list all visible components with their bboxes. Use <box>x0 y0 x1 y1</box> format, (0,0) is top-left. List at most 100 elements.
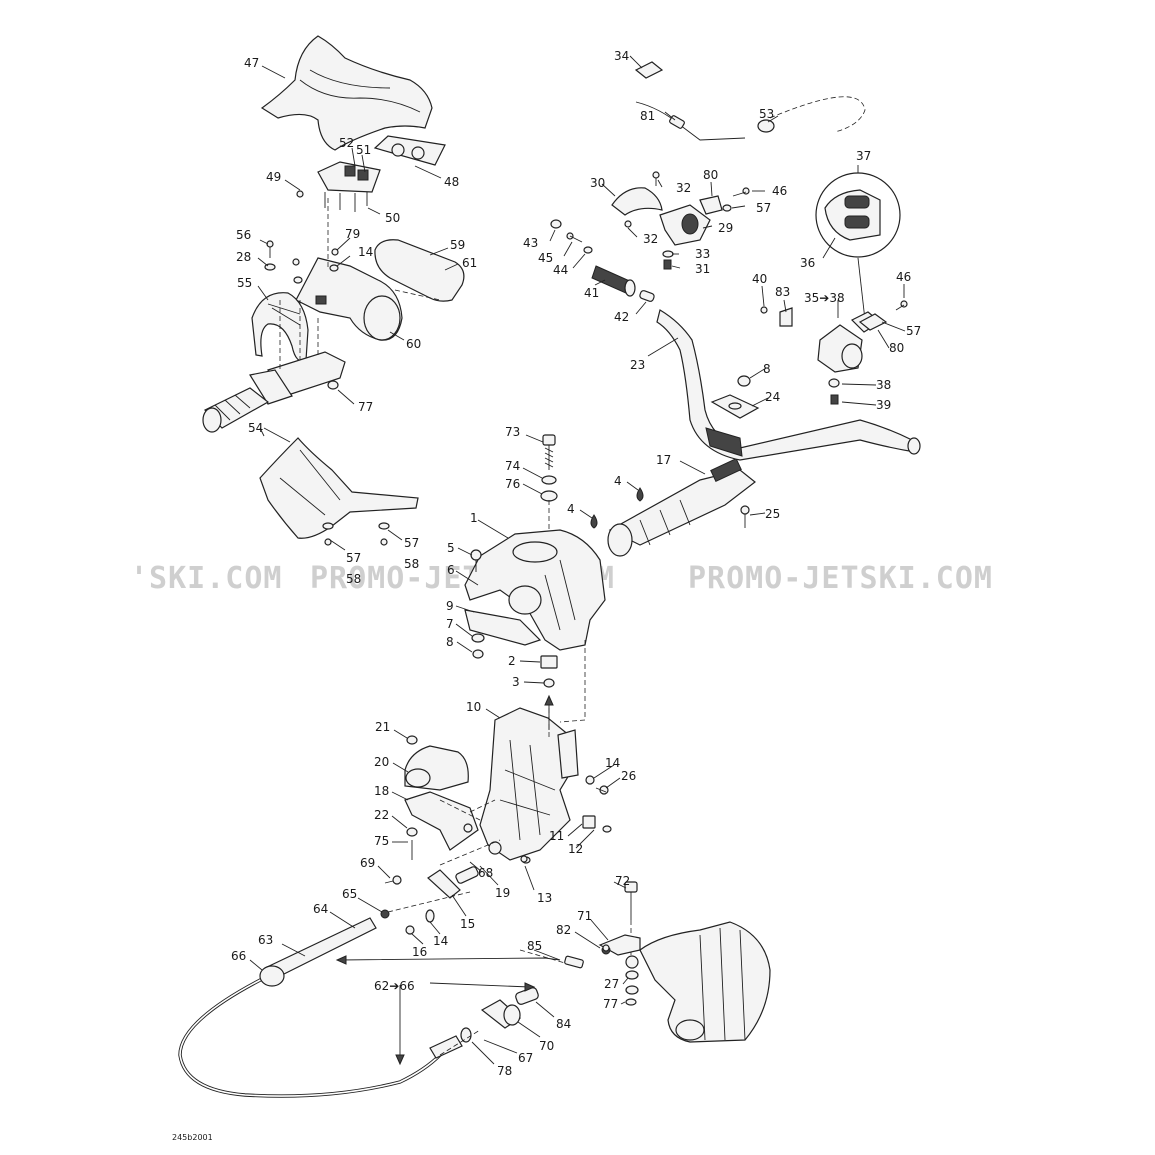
callout-51: 51 <box>356 143 371 157</box>
watermark-right: PROMO-JETSKI.COM <box>688 561 993 596</box>
callout-57b: 57 <box>404 536 419 550</box>
callout-69: 69 <box>360 856 375 870</box>
part-48-decal <box>373 135 446 166</box>
left-grip-assembly <box>202 351 346 433</box>
callout-32a: 32 <box>676 181 691 195</box>
callout-67: 67 <box>518 1051 533 1065</box>
callout-54: 54 <box>248 421 263 435</box>
part-62-66-cable-assembly <box>178 909 463 1098</box>
callout-14b: 14 <box>605 756 620 770</box>
callout-9: 9 <box>446 599 454 613</box>
callout-28: 28 <box>236 250 251 264</box>
callout-labels: 47 48 49 50 51 52 56 28 55 79 14 59 61 6… <box>172 49 921 1142</box>
callout-6: 6 <box>447 563 455 577</box>
callout-68: 68 <box>478 866 493 880</box>
callout-44: 44 <box>553 263 568 277</box>
callout-12: 12 <box>568 842 583 856</box>
callout-58b: 58 <box>404 557 419 571</box>
callout-31: 31 <box>695 262 710 276</box>
part-24-clamp <box>710 394 760 419</box>
callout-18: 18 <box>374 784 389 798</box>
callout-30: 30 <box>590 176 605 190</box>
callout-38: 38 <box>876 378 891 392</box>
callout-83: 83 <box>775 285 790 299</box>
callout-80a: 80 <box>703 168 718 182</box>
callout-22: 22 <box>374 808 389 822</box>
callout-3: 3 <box>512 675 520 689</box>
callout-5: 5 <box>447 541 455 555</box>
leader-lines <box>249 55 906 1065</box>
callout-57c: 57 <box>756 201 771 215</box>
part-10-support-bracket <box>479 707 579 861</box>
callout-10: 10 <box>466 700 481 714</box>
part-70-84-cable-fittings <box>460 987 539 1043</box>
callout-32b: 32 <box>643 232 658 246</box>
callout-46b: 46 <box>896 270 911 284</box>
callout-39: 39 <box>876 398 891 412</box>
callout-61: 61 <box>462 256 477 270</box>
callout-78: 78 <box>497 1064 512 1078</box>
callout-72: 72 <box>615 874 630 888</box>
callout-33: 33 <box>695 247 710 261</box>
callout-60: 60 <box>406 337 421 351</box>
callout-81: 81 <box>640 109 655 123</box>
callout-59: 59 <box>450 238 465 252</box>
callout-15: 15 <box>460 917 475 931</box>
callout-46a: 46 <box>772 184 787 198</box>
callout-19: 19 <box>495 886 510 900</box>
callout-47: 47 <box>244 56 259 70</box>
callout-85: 85 <box>527 939 542 953</box>
callout-55: 55 <box>237 276 252 290</box>
callout-8b: 8 <box>446 635 454 649</box>
callout-56: 56 <box>236 228 251 242</box>
callout-43: 43 <box>523 236 538 250</box>
callout-50: 50 <box>385 211 400 225</box>
assembly-guide-lines <box>279 198 586 1066</box>
callout-57a: 57 <box>346 551 361 565</box>
part-1-steering-support <box>464 529 606 651</box>
callout-77b: 77 <box>603 997 618 1011</box>
callout-25: 25 <box>765 507 780 521</box>
part-34-clip <box>634 61 664 79</box>
callout-14c: 14 <box>433 934 448 948</box>
part-59-pad <box>374 239 465 302</box>
callout-73: 73 <box>505 425 520 439</box>
callout-77a: 77 <box>358 400 373 414</box>
part-47-handlebar-cover <box>260 35 433 151</box>
part-20-clamp <box>404 745 469 791</box>
diagram-code: 245b2001 <box>172 1133 213 1142</box>
callout-52: 52 <box>339 136 354 150</box>
part-23-handlebar <box>656 309 921 461</box>
part-18-bracket <box>404 791 479 851</box>
part-15-link <box>427 866 479 899</box>
callout-4b: 4 <box>614 474 622 488</box>
callout-8a: 8 <box>763 362 771 376</box>
part-17-steering-column <box>607 457 756 557</box>
callout-13: 13 <box>537 891 552 905</box>
callout-26: 26 <box>621 769 636 783</box>
callout-11: 11 <box>549 829 564 843</box>
callout-16: 16 <box>412 945 427 959</box>
callout-66: 66 <box>231 949 246 963</box>
callout-27: 27 <box>604 977 619 991</box>
callout-42: 42 <box>614 310 629 324</box>
callout-48: 48 <box>444 175 459 189</box>
callout-4a: 4 <box>567 502 575 516</box>
callout-58a: 58 <box>346 572 361 586</box>
callout-45: 45 <box>538 251 553 265</box>
callout-14a: 14 <box>358 245 373 259</box>
part-30-cover <box>611 187 663 216</box>
part-54-lower-guard <box>259 437 419 539</box>
callout-29: 29 <box>718 221 733 235</box>
callout-74: 74 <box>505 459 520 473</box>
callout-41: 41 <box>584 286 599 300</box>
part-73-bolt <box>540 434 558 540</box>
part-35-38-switch-assembly <box>817 311 882 373</box>
part-41-right-grip <box>591 265 655 302</box>
callout-17: 17 <box>656 453 671 467</box>
part-85-cable-end <box>519 949 584 969</box>
callout-36: 36 <box>800 256 815 270</box>
callout-82: 82 <box>556 923 571 937</box>
callout-65: 65 <box>342 887 357 901</box>
